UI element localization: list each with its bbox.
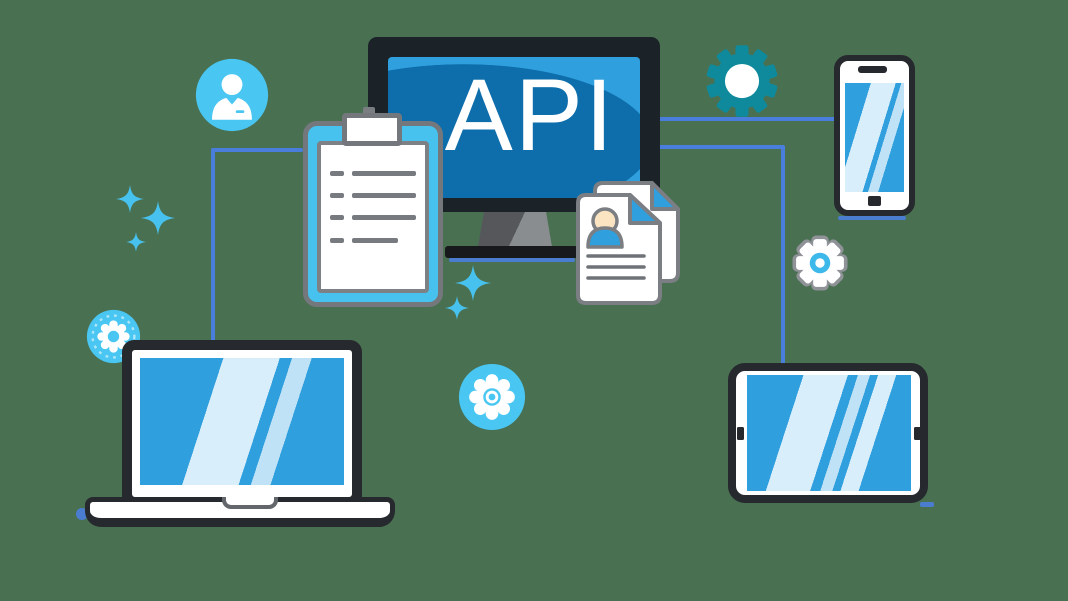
connector-tablet-horizontal — [658, 145, 785, 149]
teal-gear-icon — [706, 45, 778, 117]
api-label: API — [444, 57, 616, 172]
connector-phone-horizontal — [658, 117, 836, 121]
laptop-bezel — [132, 350, 352, 497]
tablet-bottom-accent — [920, 502, 934, 507]
checklist-line — [352, 171, 416, 176]
sparkle-icon — [141, 201, 175, 235]
document-text-lines — [586, 254, 646, 280]
blue-gear-circle-icon — [458, 363, 526, 431]
sparkle-icon — [455, 265, 491, 301]
documents-icon — [576, 181, 680, 305]
checklist-bullet — [330, 193, 344, 198]
sparkle-icon — [126, 232, 146, 252]
white-gear-icon — [792, 235, 848, 291]
clipboard-clip — [342, 113, 402, 146]
phone-bottom-accent — [838, 216, 906, 220]
laptop-notch — [222, 497, 278, 509]
checklist-line — [352, 193, 416, 198]
checklist-bullet — [330, 238, 344, 243]
checklist-line — [352, 215, 416, 220]
monitor-base-accent — [449, 258, 575, 262]
user-avatar-icon — [195, 58, 269, 132]
sparkle-icon — [116, 185, 144, 213]
connector-tablet-vertical — [781, 145, 785, 365]
tablet-right-button — [914, 427, 921, 440]
tablet-left-button — [737, 427, 744, 440]
document-profile-body — [586, 226, 624, 249]
phone-home-button — [868, 196, 881, 206]
connector-laptop-vertical — [211, 148, 215, 342]
checklist-bullet — [330, 171, 344, 176]
sparkle-icon — [445, 296, 469, 320]
monitor-stand-neck — [478, 212, 552, 247]
checklist-line — [352, 238, 398, 243]
connector-clipboard-horizontal — [212, 148, 303, 152]
monitor-stand-base — [445, 246, 578, 258]
laptop — [122, 340, 362, 497]
phone-speaker — [858, 66, 887, 73]
laptop-screen — [140, 358, 344, 485]
tablet-screen — [747, 375, 911, 491]
phone-screen — [845, 83, 904, 192]
monitor-screen: API — [388, 57, 640, 198]
checklist-bullet — [330, 215, 344, 220]
